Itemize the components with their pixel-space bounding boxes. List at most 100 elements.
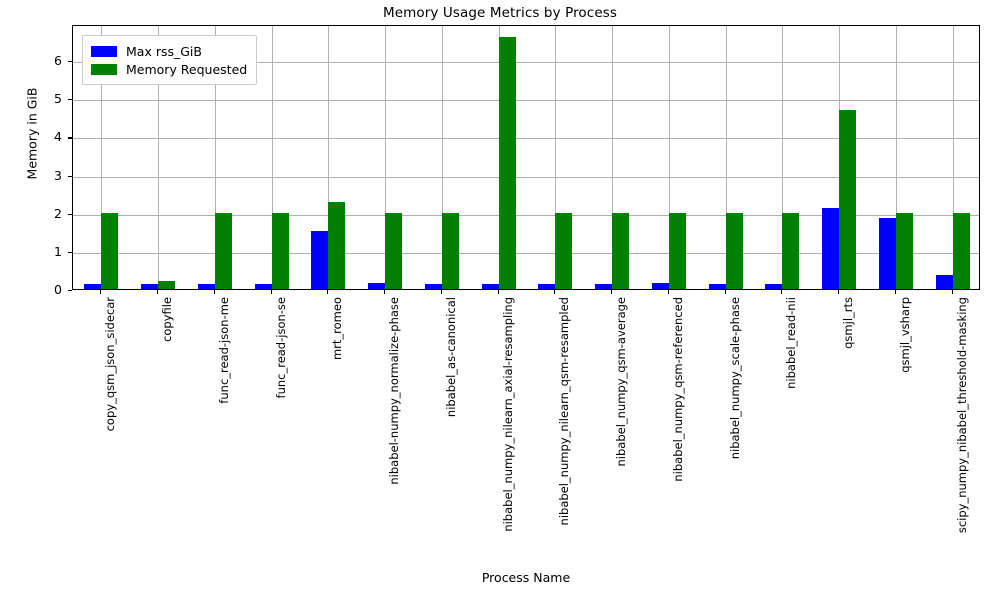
grid-line-vertical [782,26,784,289]
bar-max-rss [141,284,159,289]
y-tick-mark [68,290,72,292]
bar-memory-requested [782,212,800,289]
y-tick-mark [68,213,72,215]
x-tick-mark [781,290,783,294]
x-tick-label: nibabel_as-canonical [443,297,458,418]
x-tick-mark [213,290,215,294]
legend-entry: Memory Requested [91,60,247,78]
grid-line-horizontal [73,100,979,102]
legend-swatch-icon [91,45,117,57]
x-tick-mark [384,290,386,294]
x-tick-label: nibabel_read-nii [784,297,799,389]
bar-memory-requested [895,212,913,289]
x-tick-label: copy_qsm_json_sidecar [103,297,118,432]
y-tick-label: 5 [54,91,62,107]
bar-max-rss [935,275,953,289]
x-tick-mark [951,290,953,294]
grid-line-vertical [101,26,103,289]
grid-line-horizontal [73,214,979,216]
grid-line-horizontal [73,176,979,178]
bar-max-rss [878,217,896,289]
grid-line-vertical [441,26,443,289]
grid-line-vertical [725,26,727,289]
grid-line-vertical [385,26,387,289]
x-tick-mark [440,290,442,294]
legend-swatch-icon [91,63,117,75]
legend-label: Memory Requested [126,61,248,77]
bar-max-rss [311,230,329,289]
bar-memory-requested [441,212,459,289]
grid-line-vertical [158,26,160,289]
bar-memory-requested [612,212,630,289]
y-tick-label: 4 [54,129,62,145]
bar-max-rss [424,284,442,289]
bar-memory-requested [271,212,289,289]
grid-line-vertical [668,26,670,289]
x-tick-mark [894,290,896,294]
x-tick-label: nibabel_numpy_qsm-referenced [670,297,685,482]
x-tick-label: nibabel_numpy_qsm-average [614,297,629,467]
grid-line-vertical [328,26,330,289]
x-tick-mark [497,290,499,294]
x-tick-label: qsmjl_vsharp [897,297,912,373]
y-tick-label: 6 [54,52,62,68]
bar-max-rss [822,208,840,289]
bar-memory-requested [839,109,857,289]
x-tick-mark [838,290,840,294]
bar-max-rss [538,284,556,289]
y-tick-mark [68,175,72,177]
bar-memory-requested [952,212,970,289]
bar-max-rss [651,282,669,289]
y-tick-label: 0 [54,281,62,297]
grid-line-horizontal [73,252,979,254]
x-tick-mark [611,290,613,294]
bar-max-rss [368,282,386,289]
bar-memory-requested [498,37,516,289]
bar-max-rss [708,284,726,289]
y-tick-label: 2 [54,205,62,221]
x-tick-label: copyfile [160,297,175,342]
x-axis-ticks: copy_qsm_json_sidecar copyfile func_read-j… [72,290,980,565]
grid-line-vertical [555,26,557,289]
bar-max-rss [197,284,215,289]
x-tick-mark [554,290,556,294]
bar-memory-requested [158,281,176,289]
bar-memory-requested [328,202,346,289]
y-tick-mark [68,99,72,101]
x-tick-label: scipy_numpy_nibabel_threshold-masking [954,297,969,534]
x-tick-label: nibabel_numpy_scale-phase [727,297,742,460]
bar-max-rss [84,284,102,289]
x-axis-title: Process Name [481,570,571,585]
grid-line-vertical [214,26,216,289]
grid-line-horizontal [73,138,979,140]
chart-title: Memory Usage Metrics by Process [382,5,617,21]
bar-memory-requested [214,212,232,289]
grid-line-vertical [612,26,614,289]
x-tick-mark [157,290,159,294]
y-tick-mark [68,61,72,63]
x-tick-mark [270,290,272,294]
x-tick-mark [100,290,102,294]
grid-line-vertical [895,26,897,289]
x-tick-mark [724,290,726,294]
x-tick-label: func_read-json-se [273,297,288,399]
legend-entry: Max rss_GiB [91,42,247,60]
y-tick-mark [68,137,72,139]
grid-line-horizontal [73,62,979,64]
x-tick-label: nibabel_numpy_nilearn_axial-resampling [500,297,515,532]
y-tick-label: 1 [54,243,62,259]
bar-max-rss [765,284,783,289]
x-tick-label: func_read-json-me [216,297,231,404]
bar-memory-requested [725,212,743,289]
grid-line-vertical [271,26,273,289]
x-tick-label: nibabel_numpy_nilearn_qsm-resampled [557,297,572,526]
bar-max-rss [481,284,499,289]
bar-memory-requested [555,212,573,289]
bar-memory-requested [385,212,403,289]
grid-line-vertical [952,26,954,289]
bar-memory-requested [668,212,686,289]
bar-memory-requested [101,212,119,289]
